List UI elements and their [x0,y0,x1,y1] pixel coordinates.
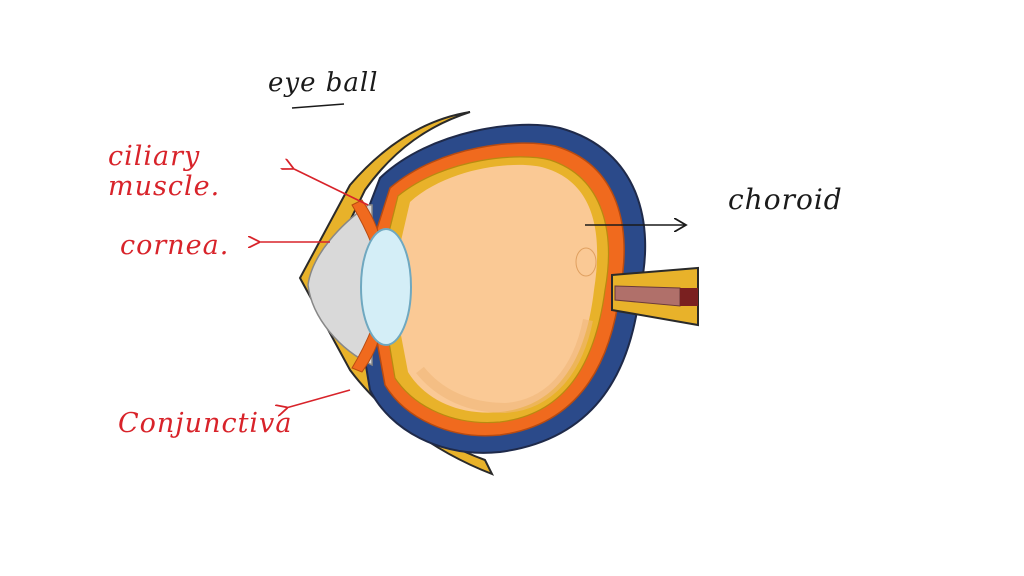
vitreous-body [400,164,598,413]
choroid-label: choroid [728,183,843,216]
conjunctiva-fold [298,111,495,476]
optic-disc [575,247,597,277]
cornea-label: cornea. [120,230,230,261]
lens [360,228,412,346]
ciliary-muscle-label: ciliary muscle. [108,141,221,202]
conjunctiva-label: Conjunctiva [118,408,293,439]
ciliary-arrow [292,168,369,206]
title-underline [291,103,345,109]
conjunctiva-arrow [286,389,351,408]
title-label: eye ball [268,68,379,98]
